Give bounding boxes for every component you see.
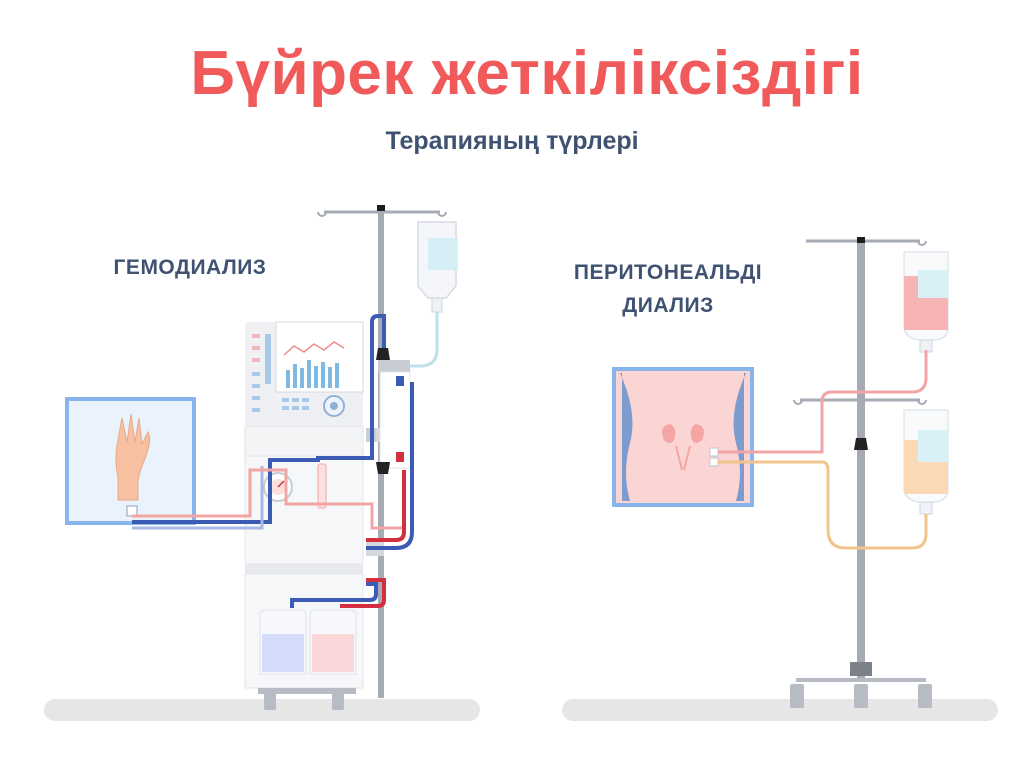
hemodialysis-label: ГЕМОДИАЛИЗ xyxy=(113,256,267,279)
floor-left xyxy=(44,699,480,721)
peritoneal-label-line1: ПЕРИТОНЕАЛЬДІ xyxy=(573,261,763,284)
inflow-tube xyxy=(718,350,928,454)
peritoneal-scene xyxy=(612,237,949,708)
page-title: Бүйрек жеткіліксіздігі xyxy=(190,39,864,108)
hemodialysis-scene xyxy=(65,205,458,710)
blood-line-blue-shadow xyxy=(132,466,264,530)
return-line-blue xyxy=(366,382,414,550)
page-subtitle: Терапияның түрлері xyxy=(385,127,639,155)
abdomen-panel xyxy=(612,367,754,507)
machine-wheels xyxy=(258,688,356,710)
peritoneal-dialysis-label: ПЕРИТОНЕАЛЬДІ ДИАЛИЗ xyxy=(540,256,796,322)
patient-arm-panel xyxy=(65,397,196,525)
dialysate-bag-yellow xyxy=(903,409,949,515)
floor-right xyxy=(562,699,998,721)
perit-iv-pole xyxy=(790,237,932,708)
return-line-red xyxy=(366,470,406,542)
hemo-saline-bag xyxy=(392,221,458,368)
canister-tube-red xyxy=(340,578,386,608)
dialyzer xyxy=(376,348,411,474)
canister-tube-blue xyxy=(290,582,378,608)
outflow-tube xyxy=(718,460,928,550)
blood-line-blue xyxy=(132,314,386,524)
dialysate-bag-pink xyxy=(903,251,949,353)
fluid-canisters xyxy=(259,609,357,675)
peritoneal-label-line2: ДИАЛИЗ xyxy=(622,294,714,317)
blood-line-red xyxy=(132,468,406,530)
